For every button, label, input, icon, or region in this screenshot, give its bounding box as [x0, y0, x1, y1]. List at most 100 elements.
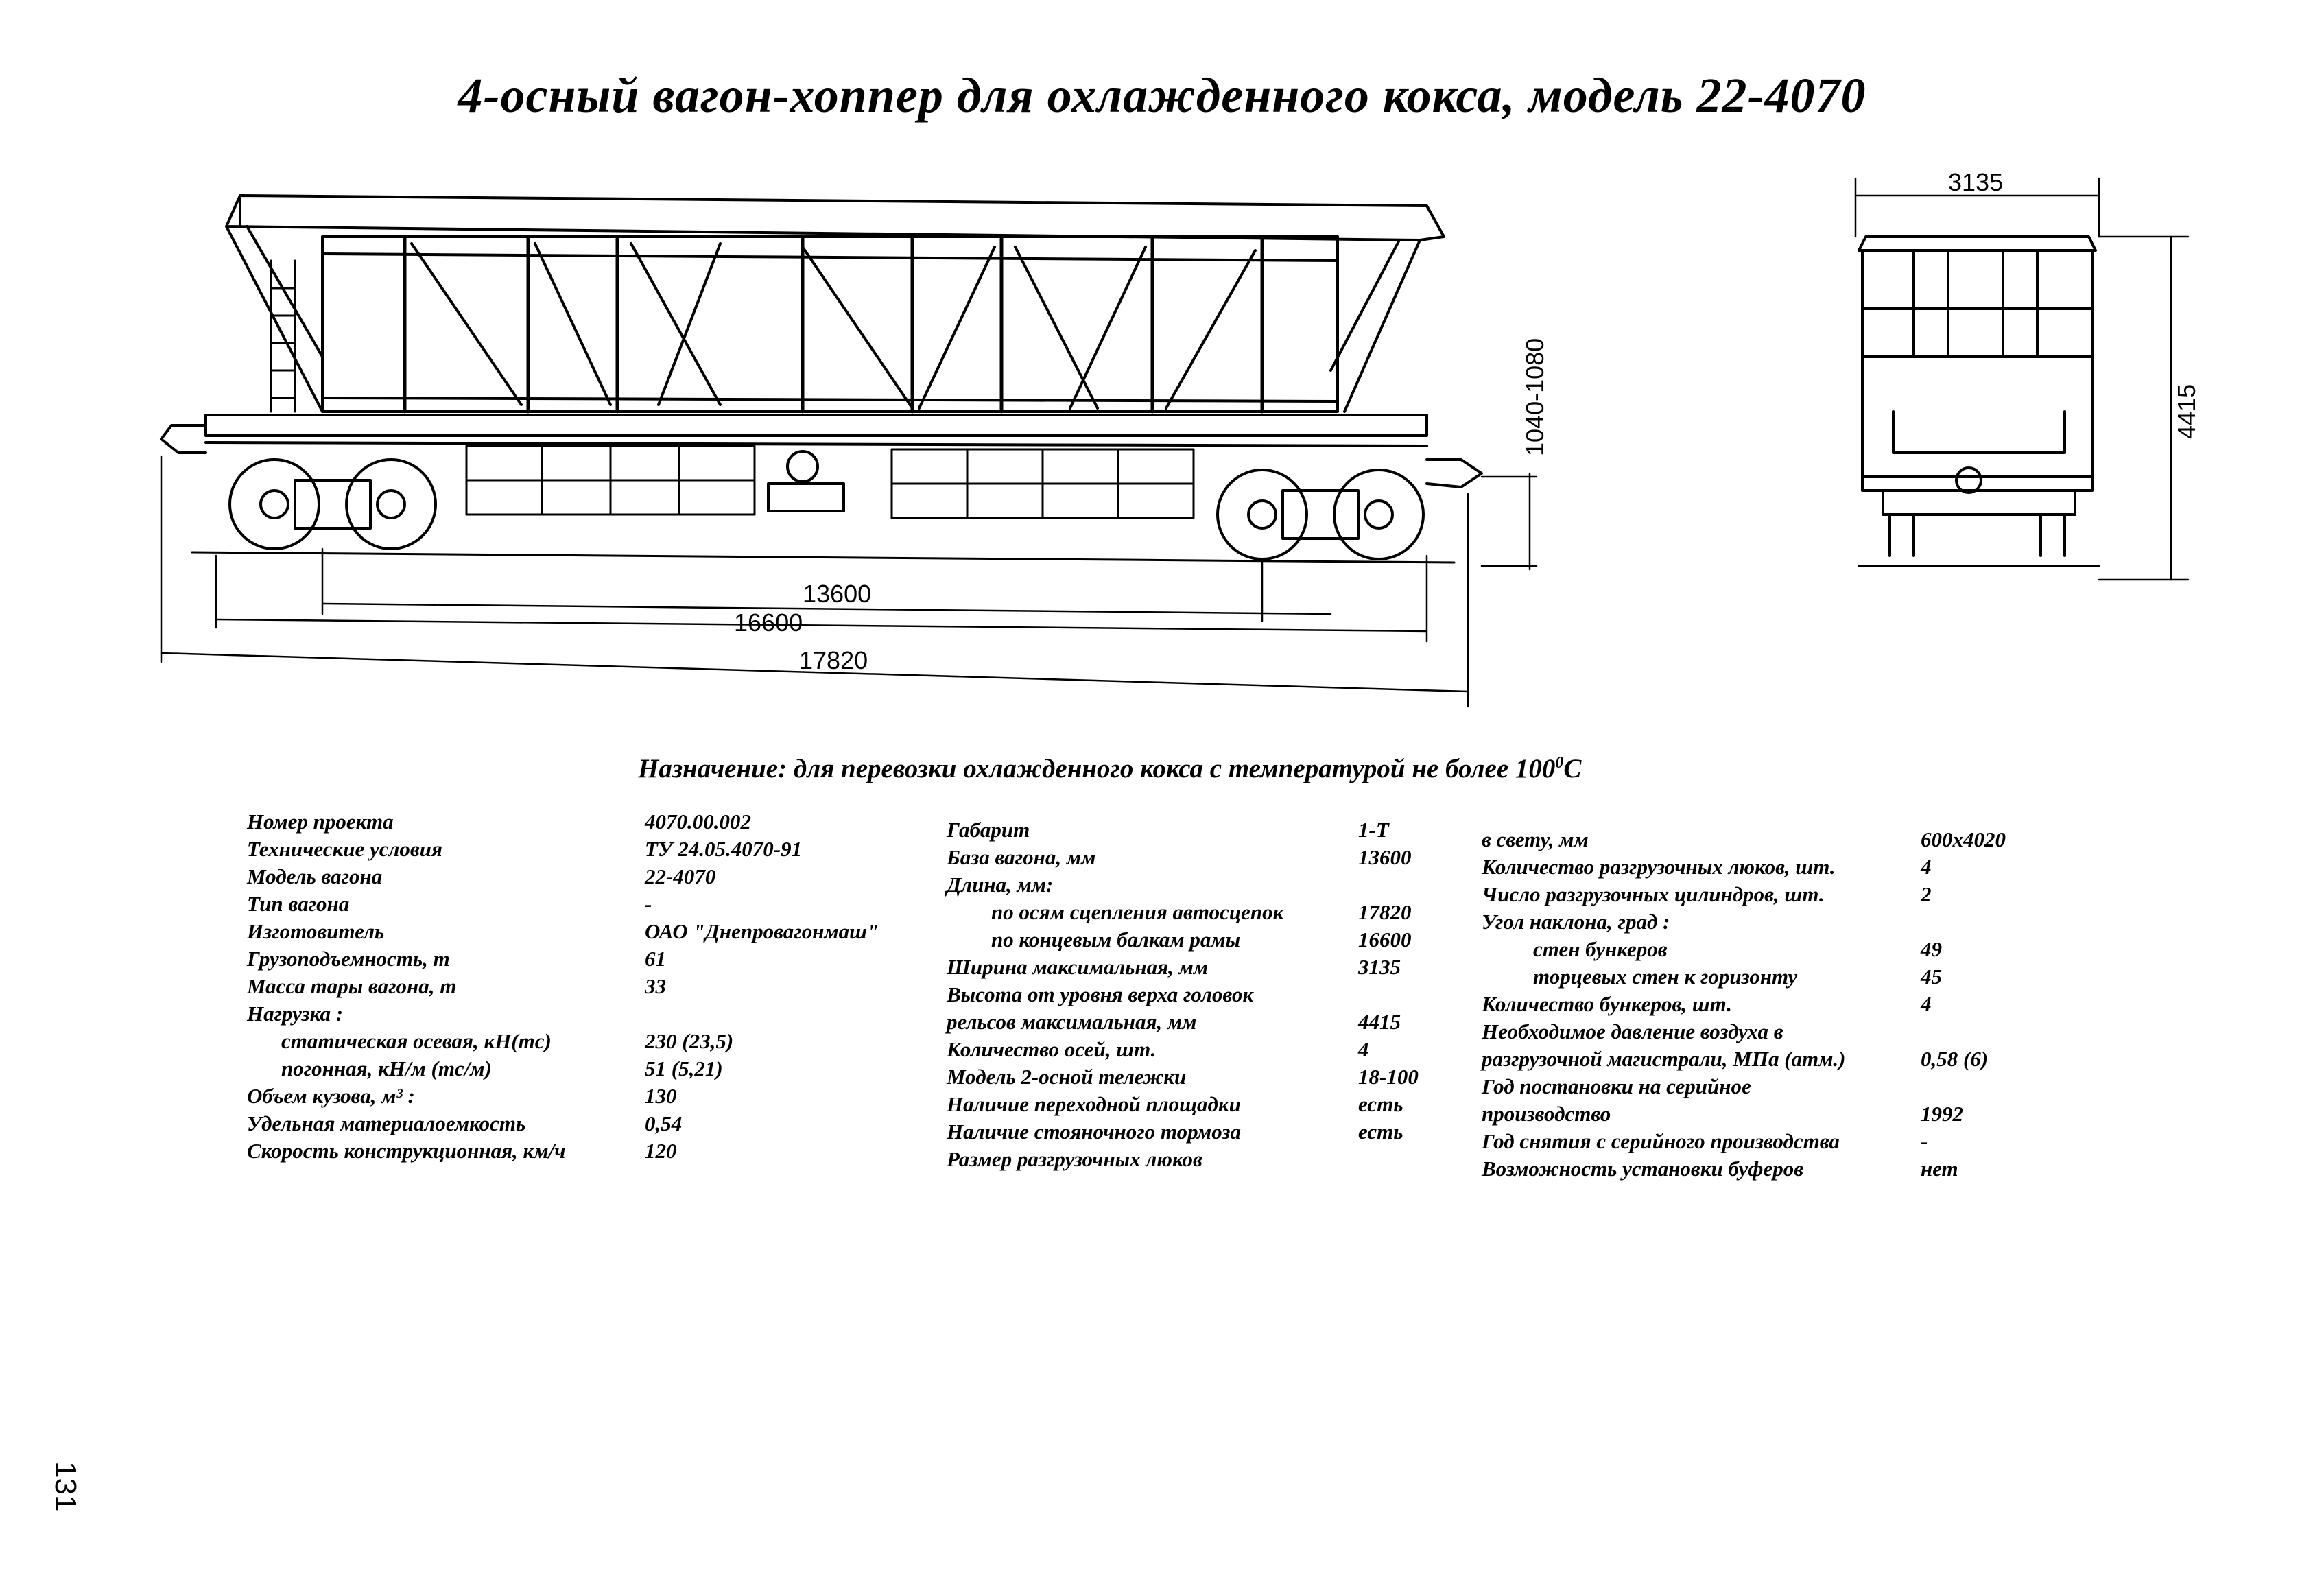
dim-height: 4415: [2172, 384, 2201, 439]
spec-label: Год постановки на серийное: [1482, 1074, 1751, 1098]
spec-label: Наличие переходной площадки: [947, 1092, 1241, 1116]
purpose-text: Назначение: для перевозки охлажденного к…: [638, 754, 1556, 783]
dim-coupler-height: 1040-1080: [1521, 338, 1549, 456]
spec-row: Число разгрузочных цилиндров, шт. 2: [1482, 882, 2058, 910]
spec-value: 1992: [1921, 1102, 1963, 1126]
dim-base: 13600: [803, 580, 871, 608]
spec-label: Модель 2-осной тележки: [947, 1065, 1187, 1089]
spec-row: Год постановки на серийное: [1482, 1074, 2058, 1102]
spec-row: Нагрузка :: [247, 1002, 933, 1029]
spec-label: Грузоподъемность, т: [247, 947, 450, 971]
spec-label: Высота от уровня верха головок: [947, 982, 1254, 1006]
spec-value: есть: [1358, 1092, 1403, 1116]
spec-value: -: [1921, 1129, 1928, 1153]
spec-value: 22-4070: [645, 864, 716, 888]
spec-row: Количество бункеров, шт.4: [1482, 992, 2058, 1019]
spec-label: в свету, мм: [1482, 827, 1589, 851]
spec-row: Высота от уровня верха головок: [947, 982, 1468, 1010]
page-number: 131: [49, 1461, 82, 1512]
spec-label: База вагона, мм: [947, 845, 1096, 869]
spec-row: Объем кузова, м³ :130: [247, 1084, 933, 1111]
spec-row: Количество разгрузочных люков, шт. 4: [1482, 855, 2058, 882]
spec-label: Нагрузка :: [247, 1002, 344, 1026]
spec-value: 49: [1921, 937, 1942, 961]
spec-value: 4415: [1358, 1010, 1401, 1034]
spec-value: 45: [1921, 965, 1942, 989]
spec-row: Масса тары вагона, т 33: [247, 974, 933, 1002]
spec-row: Длина, мм:: [947, 873, 1468, 900]
spec-label: Размер разгрузочных люков: [947, 1147, 1202, 1171]
spec-row: База вагона, мм 13600: [947, 845, 1468, 873]
spec-label: по концевым балкам рамы: [991, 928, 1241, 952]
spec-value: ТУ 24.05.4070-91: [645, 837, 803, 861]
spec-row: по осям сцепления автосцепок 17820: [947, 900, 1468, 928]
spec-label: Возможность установки буферов: [1482, 1157, 1804, 1181]
spec-value: 4: [1921, 855, 1932, 879]
spec-value: 17820: [1358, 900, 1412, 924]
spec-value: 4070.00.002: [645, 810, 751, 834]
spec-label: Модель вагона: [247, 864, 383, 888]
spec-label: Номер проекта: [247, 810, 394, 834]
spec-label: Изготовитель: [247, 919, 385, 943]
purpose-unit: С: [1563, 754, 1582, 783]
spec-label: Масса тары вагона, т: [247, 974, 457, 998]
spec-value: 16600: [1358, 928, 1412, 952]
spec-value: есть: [1358, 1120, 1403, 1144]
spec-value: 0,54: [645, 1111, 683, 1135]
spec-value: 13600: [1358, 845, 1412, 869]
spec-label: по осям сцепления автосцепок: [991, 900, 1284, 924]
spec-value: нет: [1921, 1157, 1958, 1181]
spec-row: Номер проекта 4070.00.002: [247, 810, 933, 837]
spec-row: рельсов максимальная, мм 4415: [947, 1010, 1468, 1037]
end-dimensions: [1854, 177, 2190, 581]
spec-label: Скорость конструкционная, км/ч: [247, 1139, 566, 1163]
spec-value: 230 (23,5): [645, 1029, 734, 1053]
spec-label: Ширина максимальная, мм: [947, 955, 1209, 979]
spec-row: по концевым балкам рамы 16600: [947, 928, 1468, 955]
spec-row: Тип вагона-: [247, 892, 933, 919]
spec-label: Технические условия: [247, 837, 442, 861]
spec-label: рельсов максимальная, мм: [947, 1010, 1197, 1034]
spec-label: Год снятия с серийного производства: [1482, 1129, 1840, 1153]
spec-label: Количество бункеров, шт.: [1482, 992, 1732, 1016]
spec-label: статическая осевая, кН(тс): [281, 1029, 552, 1053]
spec-row: Технические условия ТУ 24.05.4070-91: [247, 837, 933, 864]
spec-row: Год снятия с серийного производства -: [1482, 1129, 2058, 1157]
spec-row: Ширина максимальная, мм 3135: [947, 955, 1468, 982]
purpose-line: Назначение: для перевозки охлажденного к…: [638, 753, 2078, 784]
wagon-drawing: 13600 16600 17820 1040-1080 3135 4415: [160, 168, 2201, 708]
spec-value: 130: [645, 1084, 677, 1108]
spec-row: Размер разгрузочных люков: [947, 1147, 1468, 1174]
spec-value: 33: [645, 974, 666, 998]
spec-row: статическая осевая, кН(тс) 230 (23,5): [247, 1029, 933, 1056]
spec-row: разгрузочной магистрали, МПа (атм.)0,58 …: [1482, 1047, 2058, 1074]
spec-label: производство: [1482, 1102, 1611, 1126]
spec-label: погонная, кН/м (тс/м): [281, 1056, 492, 1080]
spec-value: 3135: [1358, 955, 1401, 979]
specs-column-1: Номер проекта 4070.00.002 Технические усл…: [247, 810, 933, 1166]
spec-label: Габарит: [947, 818, 1030, 842]
spec-label: Количество разгрузочных люков, шт.: [1482, 855, 1836, 879]
side-view: [160, 194, 1483, 564]
spec-label: Необходимое давление воздуха в: [1482, 1019, 1783, 1043]
end-view: [1858, 235, 2100, 567]
spec-row: Количество осей, шт.4: [947, 1037, 1468, 1065]
spec-value: 2: [1921, 882, 1932, 906]
spec-row: Необходимое давление воздуха в: [1482, 1019, 2058, 1047]
dim-frame-length: 16600: [734, 609, 803, 637]
dim-width: 3135: [1948, 168, 2003, 196]
spec-value: 0,58 (6): [1921, 1047, 1989, 1071]
spec-row: производство 1992: [1482, 1102, 2058, 1129]
side-dimensions: [160, 455, 1538, 708]
spec-row: Скорость конструкционная, км/ч 120: [247, 1139, 933, 1166]
spec-label: Число разгрузочных цилиндров, шт.: [1482, 882, 1825, 906]
spec-label: Угол наклона, град :: [1482, 910, 1670, 934]
page-title: 4-осный вагон-хоппер для охлажденного ко…: [458, 68, 1866, 123]
spec-value: 120: [645, 1139, 677, 1163]
